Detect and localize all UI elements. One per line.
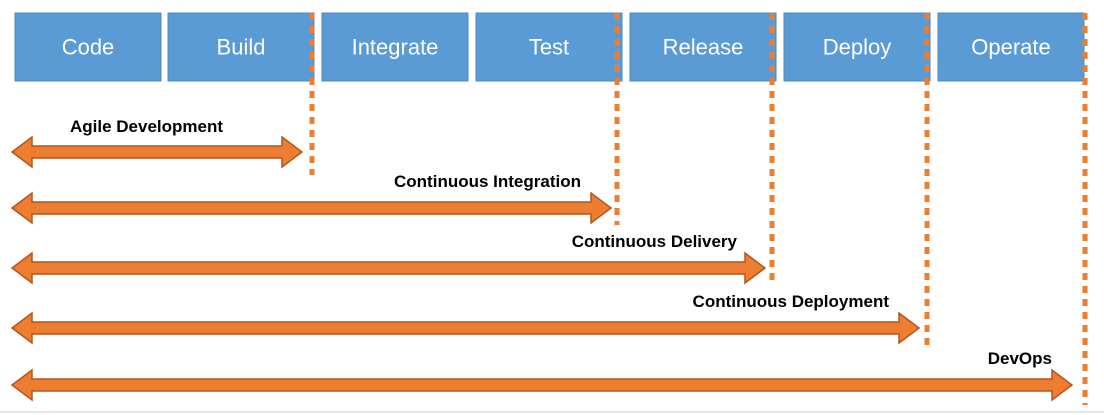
- stage-release: Release: [629, 12, 777, 82]
- stage-label: Code: [62, 35, 115, 60]
- practice-label: Continuous Integration: [394, 172, 581, 191]
- stage-deploy: Deploy: [783, 12, 931, 82]
- stage-label: Release: [663, 35, 744, 60]
- practice-continuous-delivery: Continuous Delivery: [10, 232, 767, 285]
- practice-label: DevOps: [988, 349, 1052, 368]
- stage-code: Code: [14, 12, 162, 82]
- stages-row: Code Build Integrate Test Release Deploy Opera…: [14, 12, 1085, 82]
- stage-box: [783, 12, 931, 82]
- stage-label: Test: [529, 35, 569, 60]
- stage-label: Integrate: [352, 35, 439, 60]
- double-arrow: [10, 311, 921, 345]
- stage-label: Operate: [971, 35, 1051, 60]
- stage-operate: Operate: [937, 12, 1085, 82]
- practice-continuous-deployment: Continuous Deployment: [10, 292, 921, 345]
- stage-box: [167, 12, 315, 82]
- stage-box: [475, 12, 623, 82]
- stage-integrate: Integrate: [321, 12, 469, 82]
- practice-label: Agile Development: [70, 117, 223, 136]
- double-arrow: [10, 368, 1074, 402]
- practice-label: Continuous Deployment: [693, 292, 890, 311]
- stage-build: Build: [167, 12, 315, 82]
- stage-box: [14, 12, 162, 82]
- double-arrow: [10, 135, 304, 169]
- stage-box: [937, 12, 1085, 82]
- double-arrow: [10, 191, 613, 225]
- practice-devops: DevOps: [10, 349, 1074, 402]
- stage-label: Deploy: [823, 35, 891, 60]
- stage-dividers: [309, 13, 1088, 405]
- double-arrow: [10, 251, 767, 285]
- practice-continuous-integration: Continuous Integration: [10, 172, 613, 225]
- stage-box: [321, 12, 469, 82]
- practice-label: Continuous Delivery: [572, 232, 738, 251]
- stage-box: [629, 12, 777, 82]
- stage-test: Test: [475, 12, 623, 82]
- stage-label: Build: [217, 35, 266, 60]
- practice-agile-development: Agile Development: [10, 117, 304, 169]
